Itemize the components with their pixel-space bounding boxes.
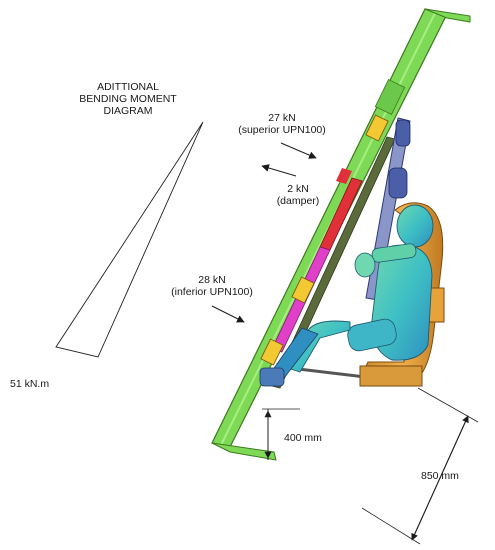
- force-note-damper: (damper): [276, 195, 320, 207]
- clamp-upper: [365, 114, 389, 142]
- force-label-inferior: 28 kN (inferior UPN100): [160, 274, 264, 298]
- dimension-400: [262, 408, 300, 460]
- force-value-inferior: 28 kN: [198, 274, 226, 286]
- dimension-400-label: 400 mm: [284, 432, 322, 444]
- crash-dummy: [259, 204, 434, 387]
- diagram-title: ADITTIONAL BENDING MOMENT DIAGRAM: [70, 81, 186, 117]
- force-label-damper: 2 kN (damper): [258, 183, 338, 207]
- force-note-inferior: (inferior UPN100): [171, 286, 253, 298]
- force-label-superior: 27 kN (superior UPN100): [232, 112, 332, 136]
- force-arrow-damper: [261, 164, 297, 177]
- force-value-superior: 27 kN: [268, 112, 296, 124]
- force-arrow-superior: [280, 142, 317, 159]
- diagram-title-line-1: ADITTIONAL: [97, 81, 159, 93]
- bending-moment-diagram: [55, 121, 204, 358]
- diagram-title-line-3: DIAGRAM: [103, 105, 153, 117]
- clamp-middle: [291, 276, 315, 304]
- moment-value-label: 51 kN.m: [10, 378, 50, 390]
- clamp-lower: [260, 338, 284, 366]
- dimension-850: [361, 387, 479, 545]
- force-value-damper: 2 kN: [287, 183, 309, 195]
- force-note-superior: (superior UPN100): [238, 124, 326, 136]
- diagram-title-line-2: BENDING MOMENT: [79, 93, 177, 105]
- dimension-850-label: 850 mm: [421, 470, 459, 482]
- force-arrow-inferior: [211, 305, 245, 323]
